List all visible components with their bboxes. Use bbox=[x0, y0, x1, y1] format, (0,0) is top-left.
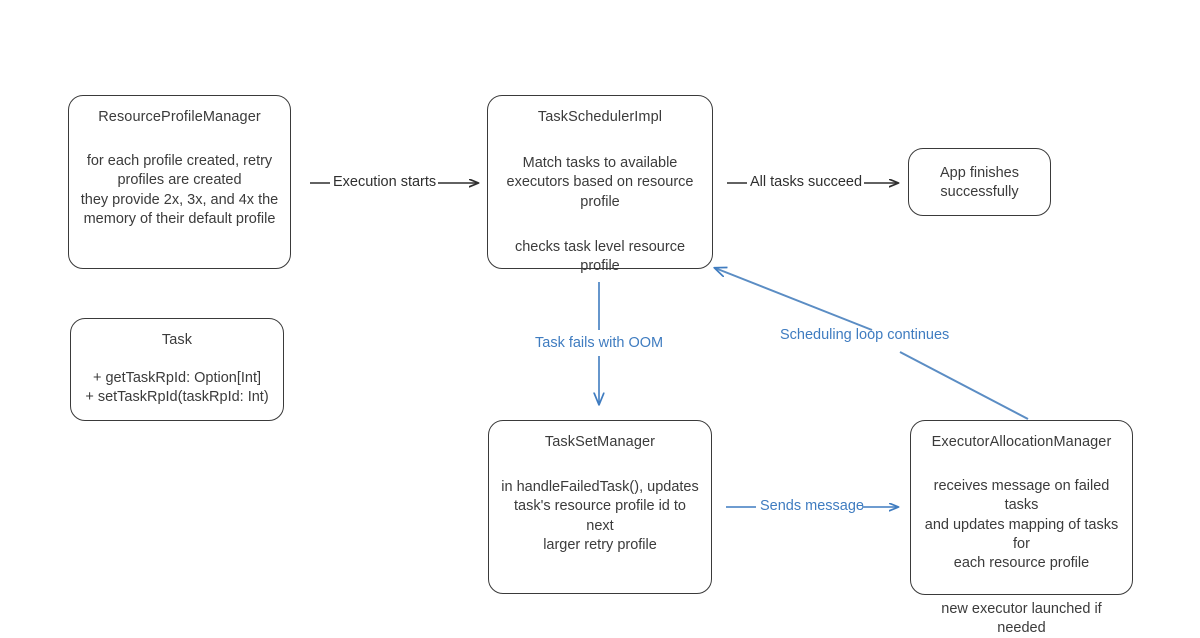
node-title: TaskSchedulerImpl bbox=[537, 109, 663, 125]
node-body-secondary: checks task level resource profile bbox=[514, 238, 686, 275]
node-title: Task bbox=[161, 332, 193, 348]
node-body: for each profile created, retry profiles… bbox=[80, 153, 279, 227]
node-task[interactable]: Task + getTaskRpId: Option[Int] + setTas… bbox=[70, 318, 284, 421]
node-body-primary: receives message on failed tasks and upd… bbox=[924, 478, 1119, 572]
node-body: in handleFailedTask(), updates task's re… bbox=[501, 479, 699, 553]
edge-label-task-fails-with-oom: Task fails with OOM bbox=[535, 335, 664, 351]
edge-label-scheduling-loop-continues: Scheduling loop continues bbox=[780, 327, 950, 343]
edge-label-all-tasks-succeed: All tasks succeed bbox=[748, 174, 865, 192]
node-resource-profile-manager[interactable]: ResourceProfileManager for each profile … bbox=[68, 95, 291, 269]
edge-label-execution-starts: Execution starts bbox=[331, 174, 439, 192]
node-body-secondary: new executor launched if needed bbox=[941, 600, 1102, 636]
node-task-set-manager[interactable]: TaskSetManager in handleFailedTask(), up… bbox=[488, 420, 712, 594]
node-task-scheduler-impl[interactable]: TaskSchedulerImpl Match tasks to availab… bbox=[487, 95, 713, 274]
node-title: TaskSetManager bbox=[544, 434, 656, 450]
node-title: ExecutorAllocationManager bbox=[931, 434, 1112, 450]
edge-label-sends-message: Sends message bbox=[760, 498, 864, 514]
node-title: ResourceProfileManager bbox=[98, 109, 261, 125]
node-body-primary: Match tasks to available executors based… bbox=[506, 155, 694, 210]
node-title: App finishes successfully bbox=[940, 164, 1019, 200]
node-executor-allocation-manager[interactable]: ExecutorAllocationManager receives messa… bbox=[910, 420, 1133, 636]
node-app-finishes-successfully[interactable]: App finishes successfully bbox=[908, 148, 1051, 216]
node-body: + getTaskRpId: Option[Int] + setTaskRpId… bbox=[85, 370, 269, 406]
